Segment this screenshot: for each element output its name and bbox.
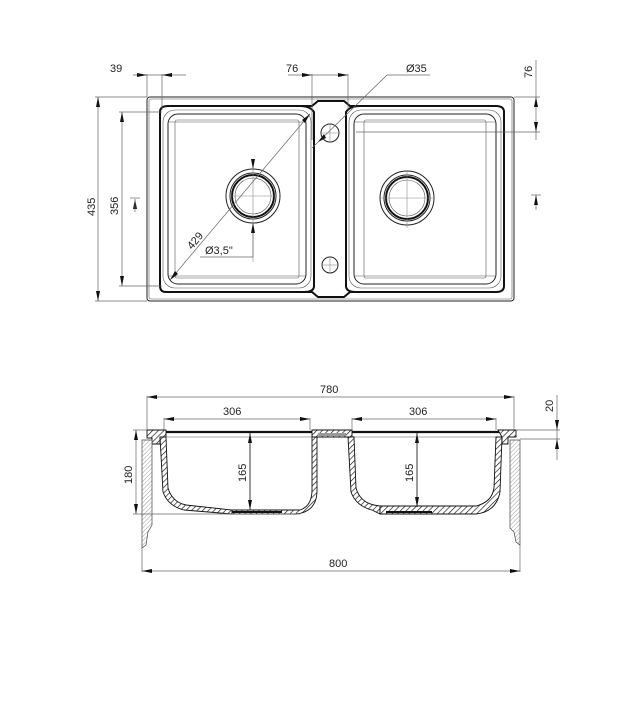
right-bowl-plan bbox=[345, 105, 505, 293]
plan-view: 39 76 Ø35 76 bbox=[86, 60, 541, 302]
svg-text:20: 20 bbox=[544, 400, 556, 412]
svg-text:39: 39 bbox=[110, 63, 122, 75]
dim-drain-diameter: Ø3,5" bbox=[200, 159, 255, 258]
dim-bowl-diagonal: 429 bbox=[169, 113, 311, 281]
section-view: 780 306 306 165 bbox=[123, 384, 560, 573]
svg-text:429: 429 bbox=[185, 230, 206, 252]
right-drain-icon bbox=[379, 170, 435, 228]
svg-text:356: 356 bbox=[109, 197, 121, 215]
dim-right-bowl-width: 306 bbox=[351, 406, 497, 430]
svg-text:Ø35: Ø35 bbox=[406, 63, 427, 75]
left-drain-icon bbox=[225, 160, 281, 262]
sink-outer-rim bbox=[146, 96, 515, 302]
svg-text:165: 165 bbox=[237, 464, 249, 482]
dim-center-strip: 76 bbox=[286, 63, 349, 140]
svg-text:306: 306 bbox=[409, 406, 427, 418]
left-bowl-plan bbox=[159, 105, 315, 293]
svg-text:306: 306 bbox=[223, 406, 241, 418]
dim-right-bowl-depth: 165 bbox=[404, 433, 419, 507]
svg-text:76: 76 bbox=[286, 63, 298, 75]
dim-bowl-depth: 356 bbox=[109, 111, 162, 287]
dim-tap-hole: Ø35 bbox=[311, 63, 430, 149]
svg-text:76: 76 bbox=[523, 66, 535, 78]
dim-left-bowl-width: 306 bbox=[163, 406, 311, 430]
right-cabinet-panel bbox=[509, 439, 521, 546]
dim-overall-width: 780 bbox=[146, 384, 515, 430]
dim-rim-height: 20 bbox=[516, 395, 560, 460]
dim-left-bowl-depth: 165 bbox=[237, 433, 252, 510]
left-bowl-section bbox=[159, 436, 233, 515]
left-cabinet-panel bbox=[141, 439, 153, 549]
right-bowl-section bbox=[347, 436, 381, 515]
dim-cutout-width: 800 bbox=[141, 545, 521, 573]
svg-text:435: 435 bbox=[86, 198, 98, 216]
svg-text:Ø3,5": Ø3,5" bbox=[205, 245, 233, 257]
dim-overall-depth: 435 bbox=[86, 96, 147, 302]
svg-text:165: 165 bbox=[404, 464, 416, 482]
dim-total-height: 180 bbox=[123, 429, 300, 515]
svg-text:800: 800 bbox=[329, 558, 347, 570]
dim-right-offset: 76 bbox=[356, 60, 541, 210]
dim-left-offset: 39 bbox=[110, 63, 186, 110]
svg-text:780: 780 bbox=[320, 384, 338, 396]
svg-text:180: 180 bbox=[123, 466, 135, 484]
